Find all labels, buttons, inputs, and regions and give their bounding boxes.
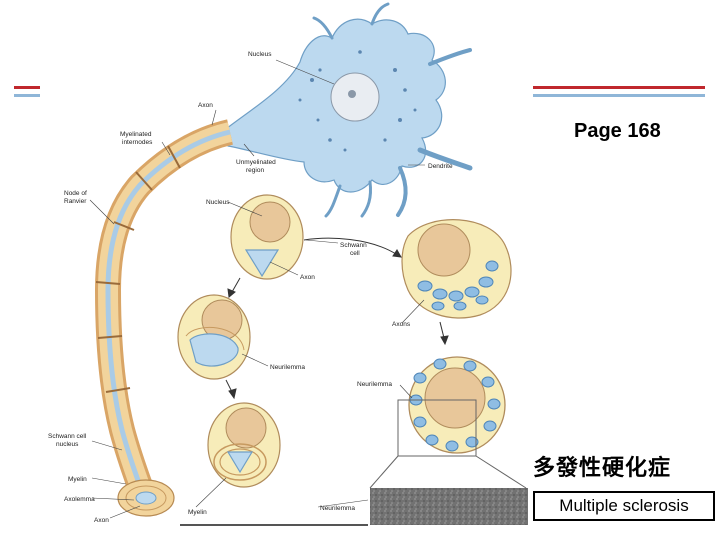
schwann-stage-3 xyxy=(207,402,281,488)
page-number-label: Page 168 xyxy=(574,120,661,142)
neuron-cell-body xyxy=(221,2,473,218)
label-node-1: Node of xyxy=(64,190,87,197)
label-axolemma: Axolemma xyxy=(64,496,95,503)
stage-arrows xyxy=(225,237,449,400)
label-axon-bottom: Axon xyxy=(94,517,109,524)
label-dendrite: Dendrite xyxy=(428,163,453,170)
label-unmyelinated-2: region xyxy=(246,167,264,174)
label-nucleus-mid: Nucleus xyxy=(206,199,230,206)
myelinated-axon xyxy=(94,119,234,517)
label-schwann-nucleus-2: nucleus xyxy=(56,441,79,448)
label-schwann-1: Schwann xyxy=(340,242,367,249)
micrograph-inset xyxy=(369,399,528,525)
label-myelin-1: Myelin xyxy=(68,476,87,483)
label-neurilemma-1: Neurilemma xyxy=(270,364,305,371)
label-myelinated-1: Myelinated xyxy=(120,131,152,138)
figure-labels: Nucleus Axon Myelinated internodes Unmye… xyxy=(48,51,453,524)
disease-title-chinese: 多發性硬化症 xyxy=(533,456,672,481)
neurilemma-cross-section xyxy=(408,356,506,454)
label-neurilemma-2: Neurilemma xyxy=(357,381,392,388)
label-myelin-2: Myelin xyxy=(188,509,207,516)
header-rule-right-red xyxy=(533,86,705,89)
schwann-cell-multi-axon xyxy=(401,219,512,319)
label-axon-top: Axon xyxy=(198,102,213,109)
header-rule-right-blue xyxy=(533,94,705,97)
schwann-stage-1 xyxy=(230,194,304,280)
label-node-2: Ranvier xyxy=(64,198,87,205)
label-neurilemma-3: Neurilemma xyxy=(320,505,355,512)
label-schwann-nucleus-1: Schwann cell xyxy=(48,433,87,440)
label-axon-mid: Axon xyxy=(300,274,315,281)
disease-title-english: Multiple sclerosis xyxy=(559,496,689,515)
label-myelinated-2: internodes xyxy=(122,139,153,146)
label-nucleus-top: Nucleus xyxy=(248,51,272,58)
label-axons: Axons xyxy=(392,321,411,328)
label-schwann-2: cell xyxy=(350,250,360,257)
disease-title-english-box: Multiple sclerosis xyxy=(533,491,715,521)
schwann-stage-2 xyxy=(177,294,251,380)
label-unmyelinated-1: Unmyelinated xyxy=(236,159,276,166)
